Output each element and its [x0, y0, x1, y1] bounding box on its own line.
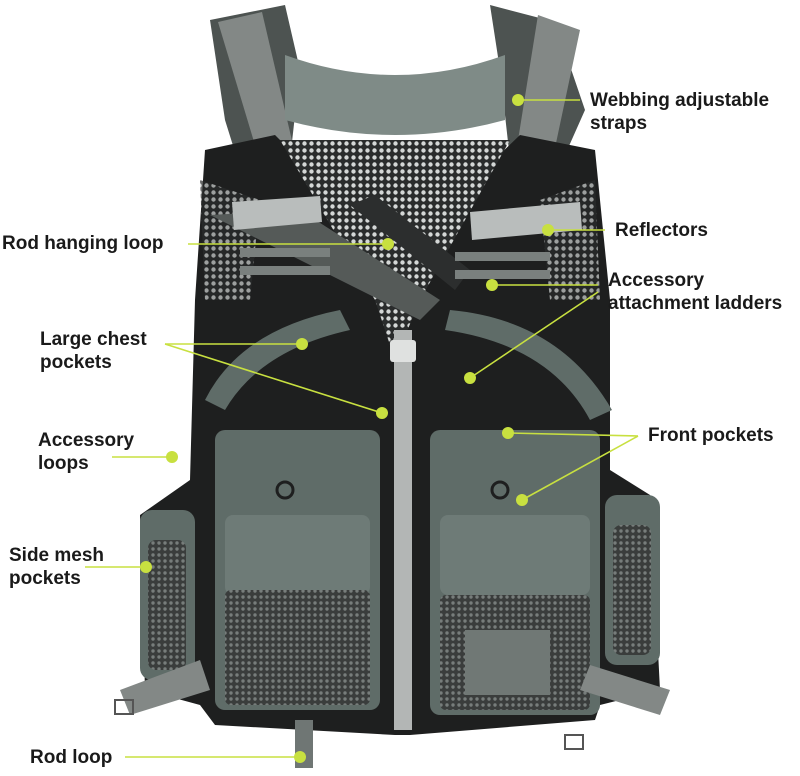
diagonal-strap-left	[210, 210, 440, 320]
callout-rod-hanging-loop: Rod hanging loop	[2, 233, 164, 254]
callout-webbing-straps: Webbing adjustable straps	[590, 90, 770, 134]
accessory-ladders	[240, 248, 550, 279]
callout-large-chest-pockets: Large chest pockets	[40, 329, 147, 373]
bottom-strap-left	[120, 660, 210, 715]
callout-accessory-loops: Accessory loops	[38, 430, 135, 474]
left-front-pocket	[215, 430, 380, 710]
right-front-pocket	[430, 430, 600, 715]
callout-rod-loop: Rod loop	[30, 747, 113, 768]
center-zipper	[394, 330, 412, 730]
collar	[285, 55, 505, 135]
reflector-left	[232, 196, 322, 230]
leader-lines	[85, 99, 639, 758]
leader-dots	[140, 94, 554, 763]
left-chest-pocket-flap	[205, 310, 350, 410]
side-mesh-pockets	[140, 495, 660, 680]
bottom-strap-right	[580, 665, 670, 715]
mesh-panel	[280, 140, 510, 360]
callout-side-mesh-pockets: Side mesh pockets	[9, 545, 105, 589]
callout-front-pockets: Front pockets	[648, 425, 774, 446]
callout-reflectors: Reflectors	[615, 220, 708, 241]
right-chest-pocket-flap	[445, 310, 612, 420]
callout-accessory-ladders: Accessory attachment ladders	[608, 270, 783, 314]
